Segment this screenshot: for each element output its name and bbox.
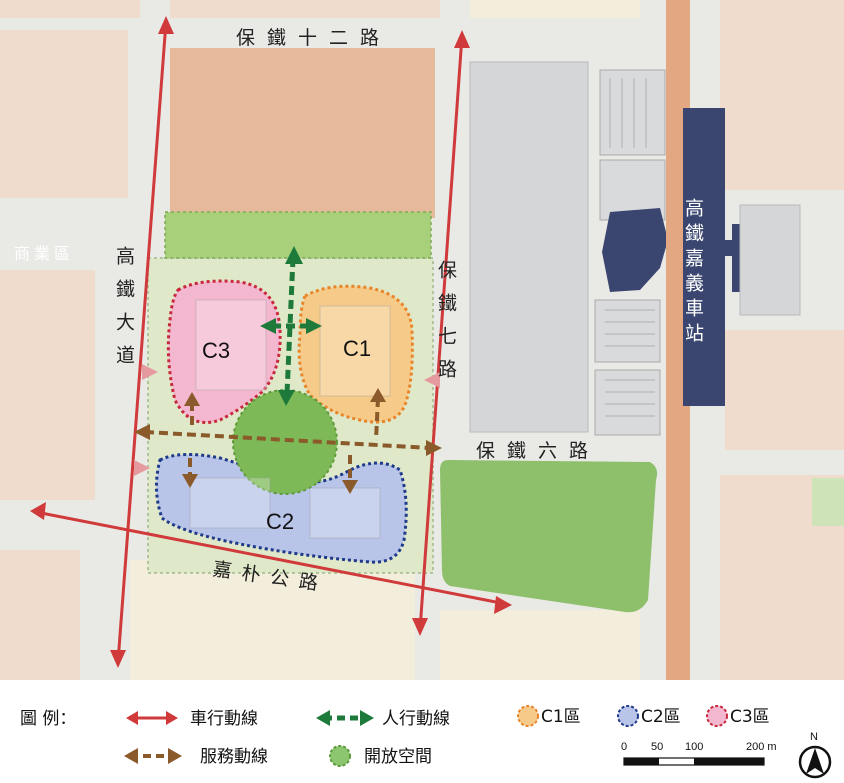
north-arrow-label: N: [810, 731, 818, 743]
legend-title: 圖 例：: [20, 709, 76, 729]
legend-service-label: 服務動線: [200, 747, 268, 767]
site-plan-map: 保鐵十二路 保鐵六路 嘉朴公路 高鐵大道 保鐵七路 商業區 高鐵嘉義車站 C3 …: [0, 0, 844, 680]
scale-tick-200: 200 m: [746, 741, 777, 753]
vehicle-arrowheads: [30, 16, 512, 668]
zone-c3: [166, 279, 282, 424]
scale-tick-100: 100: [685, 741, 703, 753]
zone-c1-label: C1: [343, 336, 371, 361]
legend-c2-swatch: [617, 705, 639, 727]
pedestrian-routes: [272, 257, 312, 395]
service-arrowheads: [134, 388, 442, 494]
legend-c1-label: C1區: [541, 707, 581, 727]
pedestrian-arrowheads: [260, 246, 322, 406]
north-green-strip: [164, 211, 432, 259]
legend-service-swatch: [124, 748, 182, 764]
legend-vehicle-swatch: [126, 711, 178, 725]
legend-c2-label: C2區: [641, 707, 681, 727]
road-label-mid-east: 保鐵六路: [476, 440, 600, 462]
zone-c2-label: C2: [266, 509, 294, 534]
open-space-circle: [232, 389, 338, 495]
scale-bar: 0 50 100 200 m: [621, 741, 777, 766]
legend-c3-swatch: [706, 705, 728, 727]
north-arrow-icon: N: [798, 731, 832, 779]
station-plaza-block: [469, 61, 589, 433]
entry-arrows: [134, 364, 440, 476]
legend-open-space-label: 開放空間: [364, 747, 432, 767]
legend-c3-label: C3區: [730, 707, 770, 727]
legend-pedestrian-label: 人行動線: [382, 709, 450, 729]
scale-tick-0: 0: [621, 741, 627, 753]
scale-tick-50: 50: [651, 741, 663, 753]
station-box: [683, 108, 725, 406]
legend-c1-swatch: [517, 705, 539, 727]
legend-vehicle-label: 車行動線: [190, 709, 258, 729]
road-label-north: 保鐵十二路: [236, 27, 391, 49]
legend: 圖 例： 車行動線 人行動線 服務動線 開放空間 C1區 C2區 C3區 0 5…: [20, 705, 832, 779]
station-building-shape: [602, 208, 668, 292]
road-label-west: 高鐵大道: [113, 246, 135, 378]
road-label-east: 保鐵七路: [435, 260, 457, 392]
vehicle-routes: [35, 21, 507, 663]
legend-pedestrian-swatch: [316, 710, 374, 726]
station-label: 高鐵嘉義車站: [682, 198, 704, 348]
service-routes: [144, 397, 431, 484]
surrounding-blocks: [0, 0, 844, 680]
commercial-area-label: 商業區: [14, 244, 74, 263]
parking-lots: [594, 69, 666, 436]
green-park: [440, 460, 658, 613]
legend-open-space-swatch: [329, 745, 351, 767]
zone-c1: [297, 284, 414, 424]
zone-c3-label: C3: [202, 338, 230, 363]
